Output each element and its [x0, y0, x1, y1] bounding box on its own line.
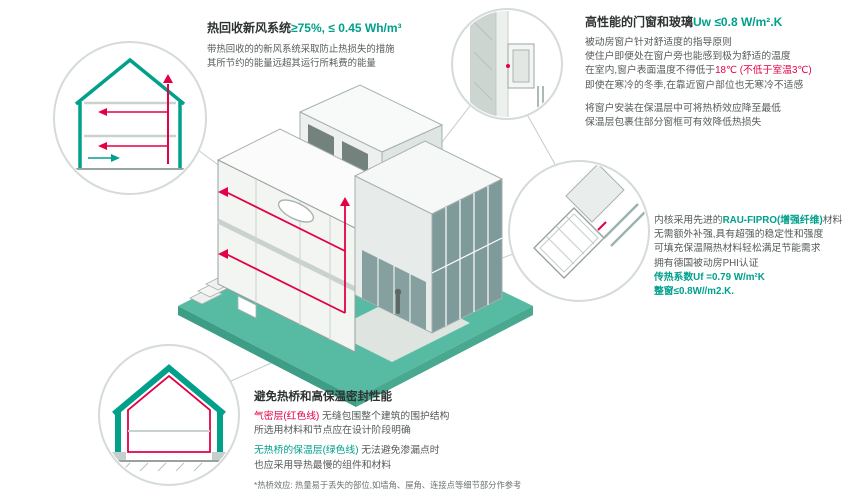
callout-profile: 内核采用先进的RAU-FIPRO(增强纤维)材料 无需额外补强,具有超强的稳定性… — [654, 214, 864, 299]
thermal-footnote: *热桥效应: 热量易于丢失的部位,如墙角、屋角、连接点等细节部分作参考 — [254, 479, 522, 490]
windows-line: 被动房窗户针对舒适度的指导原则 — [585, 37, 732, 48]
windows-line: 使住户即便处在窗户旁也能感到极为舒适的温度 — [585, 51, 791, 63]
windows-temperature-highlight: 18℃ (不低于室温3℃) — [715, 65, 812, 77]
airtight-layer-label: 气密层(红色线) — [254, 411, 320, 422]
profile-line-1: 内核采用先进的RAU-FIPRO(增强纤维)材料 — [654, 215, 843, 226]
thermal-airtight-line: 气密层(红色线) 无缝包围整个建筑的围护结构 — [254, 411, 450, 422]
callout-windows: 高性能的门窗和玻璃Uw ≤0.8 W/m².K 被动房窗户针对舒适度的指导原则 … — [585, 13, 861, 130]
bathtub — [277, 199, 315, 223]
detail-circle-ventilation — [53, 41, 207, 195]
ventilation-title-text: 热回收新风系统 — [207, 21, 292, 35]
thermal-title: 避免热桥和高保温密封性能 — [254, 391, 392, 403]
profile-material-highlight: RAU-FIPRO(增强纤维) — [722, 215, 823, 226]
thermal-insulation-line: 无热桥的保温层(绿色线) 无法避免渗漏点时 — [254, 445, 440, 457]
windows-title: 高性能的门窗和玻璃Uw ≤0.8 W/m².K — [585, 13, 861, 30]
profile-body: 无需额外补强,具有超强的稳定性和强度 可填充保温隔热材料轻松满足节能需求 拥有德… — [654, 229, 824, 269]
ventilation-ducts — [218, 187, 350, 314]
callout-ventilation: 热回收新风系统≥75%, ≤ 0.45 Wh/m³ 带热回收的的新风系统采取防止… — [207, 19, 457, 69]
thermal-airtight-group: 气密层(红色线) 无缝包围整个建筑的围护结构 所选用材料和节点应在设计阶段明确 — [254, 410, 634, 438]
ventilation-title-value: ≥75%, ≤ 0.45 Wh/m³ — [291, 21, 402, 35]
windows-paragraph-2: 将窗户安装在保温层中可将热桥效应降至最低 保温层包裹住部分窗框可有效降低热损失 — [585, 102, 781, 129]
windows-line: 在室内,窗户表面温度不得低于18℃ (不低于室温3℃) — [585, 65, 812, 77]
thermal-airtight-line2: 所选用材料和节点应在设计阶段明确 — [254, 425, 411, 437]
detail-circle-thermal — [98, 344, 240, 486]
detail-circle-window — [451, 8, 563, 120]
detail-circle-profile — [508, 160, 650, 302]
windows-paragraph-1: 被动房窗户针对舒适度的指导原则 使住户即便处在窗户旁也能感到极为舒适的温度 在室… — [585, 36, 861, 93]
profile-metrics: 传热系数Uf =0.79 W/m²K 整窗≤0.8W//m2.K. — [654, 271, 765, 298]
person-figure — [394, 288, 402, 314]
cabinet — [237, 295, 257, 319]
callout-thermal: 避免热桥和高保温密封性能 气密层(红色线) 无缝包围整个建筑的围护结构 所选用材… — [254, 388, 634, 491]
ventilation-title: 热回收新风系统≥75%, ≤ 0.45 Wh/m³ — [207, 19, 457, 36]
thermal-insulation-group: 无热桥的保温层(绿色线) 无法避免渗漏点时 也应采用导热最慢的组件和材料 — [254, 444, 634, 472]
house-right-block — [353, 140, 504, 334]
insulation-layer-label: 无热桥的保温层(绿色线) — [254, 445, 359, 457]
thermal-insulation-line2: 也应采用导热最慢的组件和材料 — [254, 459, 392, 471]
ventilation-body: 带热回收的的新风系统采取防止热损失的措施 其所节约的能量远超其运行所耗费的能量 — [207, 43, 395, 68]
windows-title-value: Uw ≤0.8 W/m².K — [693, 15, 783, 29]
windows-title-text: 高性能的门窗和玻璃 — [585, 15, 694, 29]
windows-line: 即使在寒冷的冬季,在靠近窗户部位也无寒冷不适感 — [585, 79, 804, 91]
